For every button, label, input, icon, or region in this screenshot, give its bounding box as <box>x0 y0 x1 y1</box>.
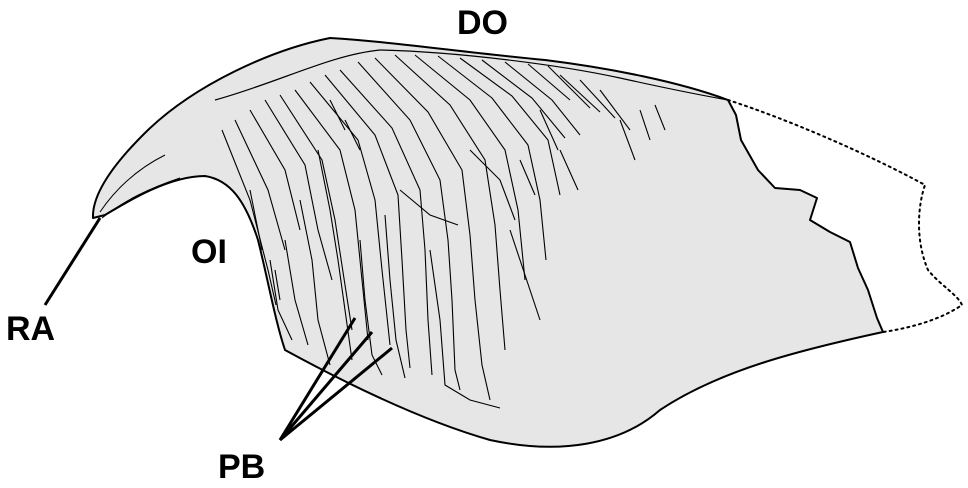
apex-label: RA <box>6 310 55 348</box>
bases-label: PB <box>218 448 265 486</box>
dorsal-label: DO <box>457 4 508 42</box>
apex-leader-line <box>45 218 100 305</box>
inner-label: OI <box>191 233 227 271</box>
